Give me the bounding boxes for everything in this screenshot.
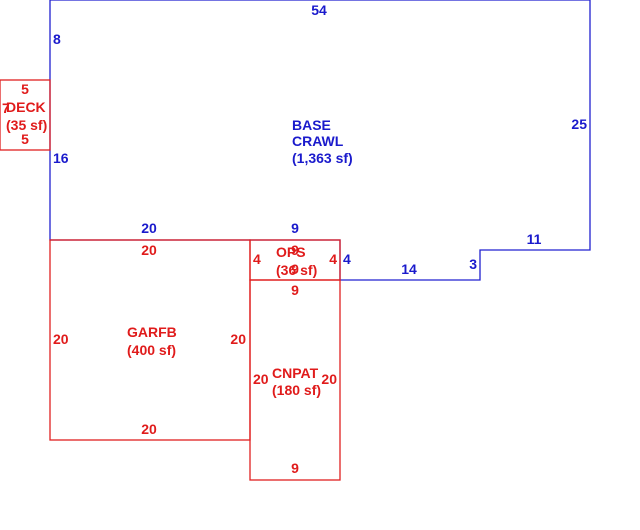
deck-outline bbox=[0, 79, 51, 151]
garage-area: (400 sf) bbox=[127, 342, 176, 358]
garage-dim-right: 20 bbox=[230, 331, 246, 347]
cnpat-area: (180 sf) bbox=[272, 382, 321, 398]
ops-dim-bottom: 9 bbox=[291, 261, 299, 277]
base-dim-step-vertical: 3 bbox=[469, 256, 477, 272]
cnpat-dim-right: 20 bbox=[321, 371, 337, 387]
base-dim-right: 25 bbox=[571, 116, 587, 132]
cnpat-dim-top: 9 bbox=[291, 282, 299, 298]
base-name-line2: CRAWL bbox=[292, 133, 344, 149]
deck-dim-top: 5 bbox=[21, 81, 29, 97]
garage-name: GARFB bbox=[127, 324, 177, 340]
ops-area: (36 sf) bbox=[276, 262, 317, 278]
ops-dim-top: 9 bbox=[291, 242, 299, 258]
base-name-line1: BASE bbox=[292, 117, 331, 133]
deck-dim-bottom: 5 bbox=[21, 131, 29, 147]
deck-name: DECK bbox=[6, 99, 46, 115]
base-dim-left-upper: 8 bbox=[53, 31, 61, 47]
deck-dim-left: 7 bbox=[2, 100, 10, 116]
cnpat-dim-left: 20 bbox=[253, 371, 269, 387]
ops-name: OPS bbox=[276, 244, 306, 260]
base-dim-bottom-mid: 9 bbox=[291, 220, 299, 236]
base-dim-bottom-left: 20 bbox=[141, 220, 157, 236]
garage-outline bbox=[49, 239, 251, 441]
base-dim-step-top: 11 bbox=[527, 231, 542, 247]
base-dim-step-right: 4 bbox=[343, 251, 351, 267]
base-dim-step-bottom: 14 bbox=[401, 261, 417, 277]
cnpat-dim-bottom: 9 bbox=[291, 460, 299, 476]
ops-dim-right: 4 bbox=[329, 251, 337, 267]
garage-dim-top: 20 bbox=[141, 242, 157, 258]
cnpat-outline bbox=[249, 279, 341, 481]
deck-area: (35 sf) bbox=[6, 117, 47, 133]
base-dim-left-lower: 16 bbox=[53, 150, 69, 166]
base-area: (1,363 sf) bbox=[292, 150, 353, 166]
garage-dim-bottom: 20 bbox=[141, 421, 157, 437]
garage-dim-left: 20 bbox=[53, 331, 69, 347]
ops-dim-left: 4 bbox=[253, 251, 261, 267]
cnpat-name: CNPAT bbox=[272, 365, 319, 381]
base-dim-top: 54 bbox=[311, 2, 327, 18]
